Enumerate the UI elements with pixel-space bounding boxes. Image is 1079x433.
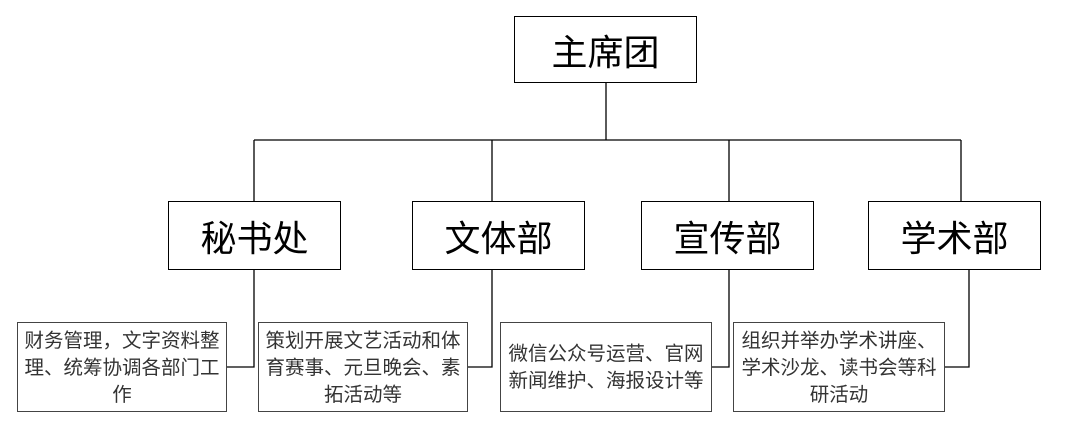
culture-sports-description: 策划开展文艺活动和体育赛事、元旦晚会、素拓活动等 <box>265 328 461 406</box>
culture-sports-label: 文体部 <box>444 218 553 260</box>
desc-link-publicity <box>712 270 730 368</box>
secretariat-description-box: 财务管理，文字资料整理、统筹协调各部门工作 <box>17 322 227 412</box>
publicity-description: 微信公众号运营、官网新闻维护、海报设计等 <box>508 342 704 392</box>
publicity-box: 宣传部 <box>641 201 814 270</box>
academic-description-box: 组织并举办学术讲座、学术沙龙、读书会等科研活动 <box>733 322 945 412</box>
presidium-label: 主席团 <box>551 32 660 74</box>
desc-link-secretariat <box>227 270 255 368</box>
publicity-label: 宣传部 <box>673 218 782 260</box>
secretariat-description: 财务管理，文字资料整理、统筹协调各部门工作 <box>24 328 220 406</box>
desc-link-academic <box>945 270 970 368</box>
presidium-box: 主席团 <box>514 16 697 83</box>
secretariat-label: 秘书处 <box>200 218 309 260</box>
academic-label: 学术部 <box>900 218 1009 260</box>
culture-sports-box: 文体部 <box>412 201 585 270</box>
academic-description: 组织并举办学术讲座、学术沙龙、读书会等科研活动 <box>741 328 937 406</box>
culture-sports-description-box: 策划开展文艺活动和体育赛事、元旦晚会、素拓活动等 <box>258 322 468 412</box>
publicity-description-box: 微信公众号运营、官网新闻维护、海报设计等 <box>500 322 712 412</box>
secretariat-box: 秘书处 <box>168 201 341 270</box>
desc-link-culture-sports <box>468 270 493 368</box>
academic-box: 学术部 <box>868 201 1041 270</box>
